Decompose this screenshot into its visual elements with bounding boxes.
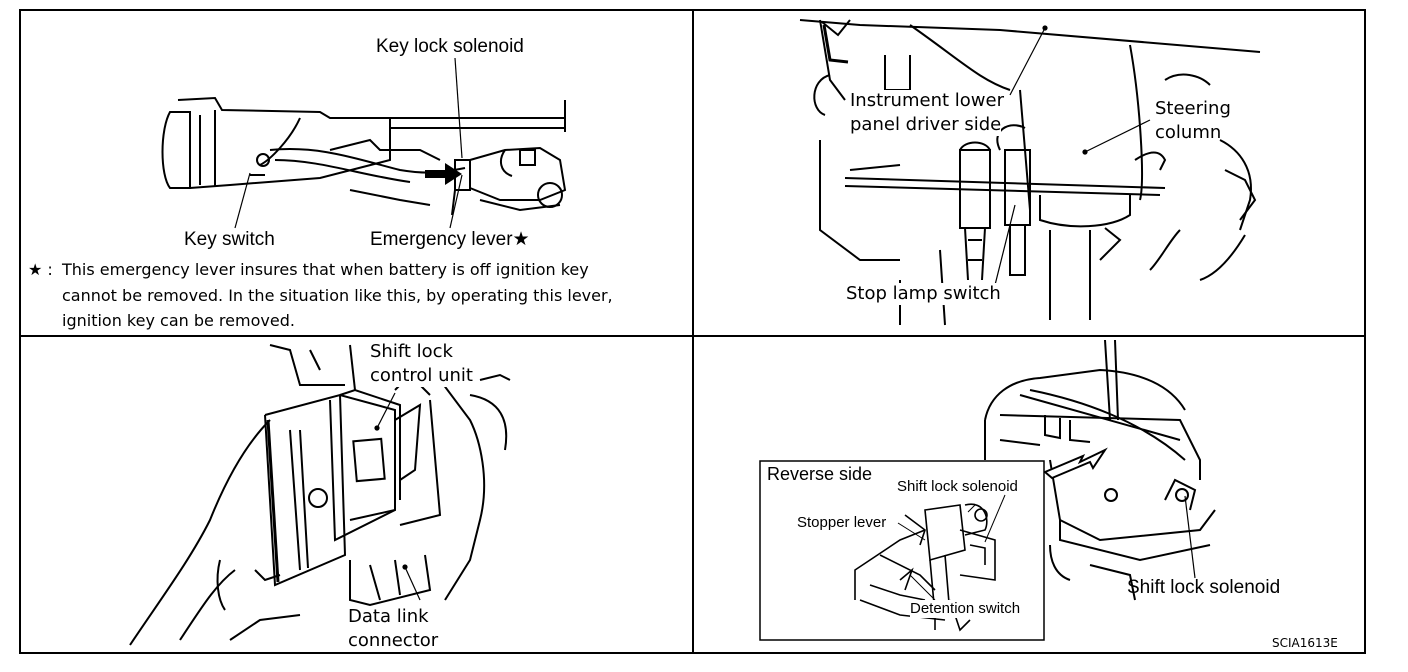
shift-lock-solenoid-label: Shift lock solenoid bbox=[1127, 577, 1281, 598]
shift-lock-control-unit-label-1: Shift lock bbox=[370, 341, 453, 362]
key-switch-label: Key switch bbox=[184, 229, 275, 250]
instrument-lower-panel-label-1: Instrument lower bbox=[850, 90, 1004, 112]
emergency-lever-arrow bbox=[425, 163, 462, 185]
shift-lock-control-unit-illustration bbox=[129, 344, 511, 646]
note-line-1: This emergency lever insures that when b… bbox=[62, 260, 589, 279]
data-link-connector-label-1: Data link bbox=[348, 606, 429, 628]
key-lock-solenoid-label: Key lock solenoid bbox=[376, 36, 524, 57]
reverse-side-arrow bbox=[1043, 447, 1108, 480]
stopper-lever-label: Stopper lever bbox=[797, 514, 887, 532]
inset-solenoid-illustration bbox=[854, 503, 996, 632]
bottom-left-leaders bbox=[374, 392, 421, 601]
shifter-assembly-illustration bbox=[984, 339, 1216, 601]
inset-leaders bbox=[897, 494, 1006, 601]
top-right-leaders bbox=[994, 25, 1151, 286]
top-left-leaders bbox=[234, 57, 463, 229]
stop-lamp-switch-label: Stop lamp switch bbox=[846, 283, 1001, 305]
key-switch-illustration bbox=[161, 96, 567, 216]
shift-lock-control-unit-label-2: control unit bbox=[370, 365, 473, 387]
detention-switch-label: Detention switch bbox=[910, 600, 1021, 618]
data-link-connector-label-2: connector bbox=[348, 630, 439, 651]
note-star: ★ : bbox=[28, 260, 53, 279]
figure-code: SCIA1613E bbox=[1272, 636, 1338, 650]
steering-column-illustration bbox=[799, 19, 1261, 326]
reverse-side-label: Reverse side bbox=[767, 464, 873, 484]
emergency-lever-label: Emergency lever★ bbox=[370, 229, 530, 250]
steering-column-label-2: column bbox=[1155, 122, 1222, 143]
note-line-2: cannot be removed. In the situation like… bbox=[62, 286, 613, 305]
instrument-lower-panel-label-2: panel driver side bbox=[850, 114, 1002, 136]
note-line-3: ignition key can be removed. bbox=[62, 311, 295, 330]
steering-column-label-1: Steering bbox=[1155, 98, 1231, 119]
inset-shift-lock-solenoid-label: Shift lock solenoid bbox=[897, 478, 1018, 495]
bottom-right-leaders bbox=[1184, 495, 1196, 579]
